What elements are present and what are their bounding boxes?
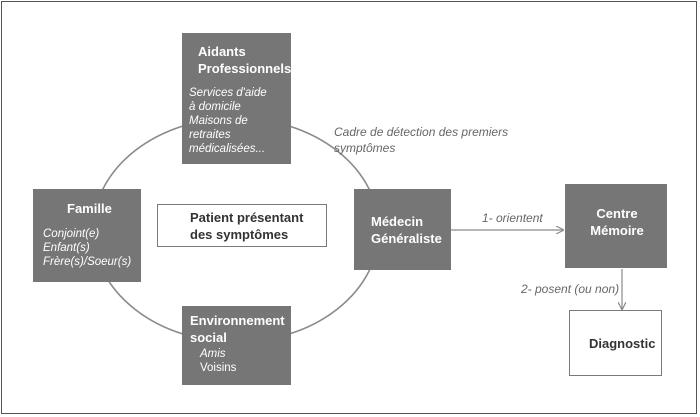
aidants-items: Services d'aide à domicile Maisons de re…: [189, 86, 287, 156]
aidants-item: à domicile: [189, 101, 241, 113]
cadre-detection-label: Cadre de détection des premiers symptôme…: [334, 124, 508, 156]
environnement-items: Amis Voisins: [200, 347, 289, 375]
aidants-title-line1: Aidants: [198, 44, 246, 59]
environnement-item: Amis: [200, 348, 226, 360]
aidants-item: médicalisées...: [189, 143, 266, 155]
famille-items: Conjoint(e) Enfant(s) Frère(s)/Soeur(s): [43, 227, 137, 269]
famille-item: Frère(s)/Soeur(s): [43, 256, 132, 268]
aidants-title-line2: Professionnels: [198, 61, 292, 76]
diagnostic-title: Diagnostic: [589, 336, 656, 351]
famille-item: Enfant(s): [43, 242, 90, 254]
posent-label: 2- posent (ou non): [521, 282, 620, 296]
aidants-title: Aidants Professionnels: [198, 43, 292, 77]
patient-title: Patient présentant des symptômes: [190, 209, 326, 243]
medecin-title-line2: Généraliste: [371, 231, 442, 246]
medecin-title-line1: Médecin: [371, 214, 424, 229]
environnement-social-box: Environnement social Amis Voisins: [182, 306, 291, 385]
centre-memoire-box: Centre Mémoire: [565, 184, 667, 268]
cadre-label-line2: symptômes: [334, 141, 396, 155]
centre-title-line1: Centre: [596, 206, 638, 221]
aidants-item: Services d'aide: [189, 87, 267, 99]
aidants-item: Maisons de retraites: [189, 115, 248, 141]
environnement-item: Voisins: [200, 362, 237, 374]
medecin-title: Médecin Généraliste: [371, 213, 451, 247]
patient-title-line1: Patient présentant: [190, 210, 304, 225]
patient-box: Patient présentant des symptômes: [157, 204, 327, 247]
famille-item: Conjoint(e): [43, 228, 100, 240]
patient-title-line2: des symptômes: [190, 227, 289, 242]
environnement-title-line2: social: [190, 330, 227, 345]
famille-title: Famille: [67, 201, 112, 216]
cadre-label-line1: Cadre de détection des premiers: [334, 125, 509, 139]
aidants-professionnels-box: Aidants Professionnels Services d'aide à…: [182, 33, 291, 164]
environnement-title-line1: Environnement: [190, 313, 285, 328]
medecin-generaliste-box: Médecin Généraliste: [354, 189, 451, 270]
centre-title-line2: Mémoire: [590, 223, 644, 238]
famille-box: Famille Conjoint(e) Enfant(s) Frère(s)/S…: [33, 189, 141, 282]
environnement-title: Environnement social: [190, 312, 289, 346]
orientent-label: 1- orientent: [482, 211, 543, 225]
centre-title: Centre Mémoire: [589, 205, 645, 239]
diagnostic-box: Diagnostic: [569, 310, 662, 376]
